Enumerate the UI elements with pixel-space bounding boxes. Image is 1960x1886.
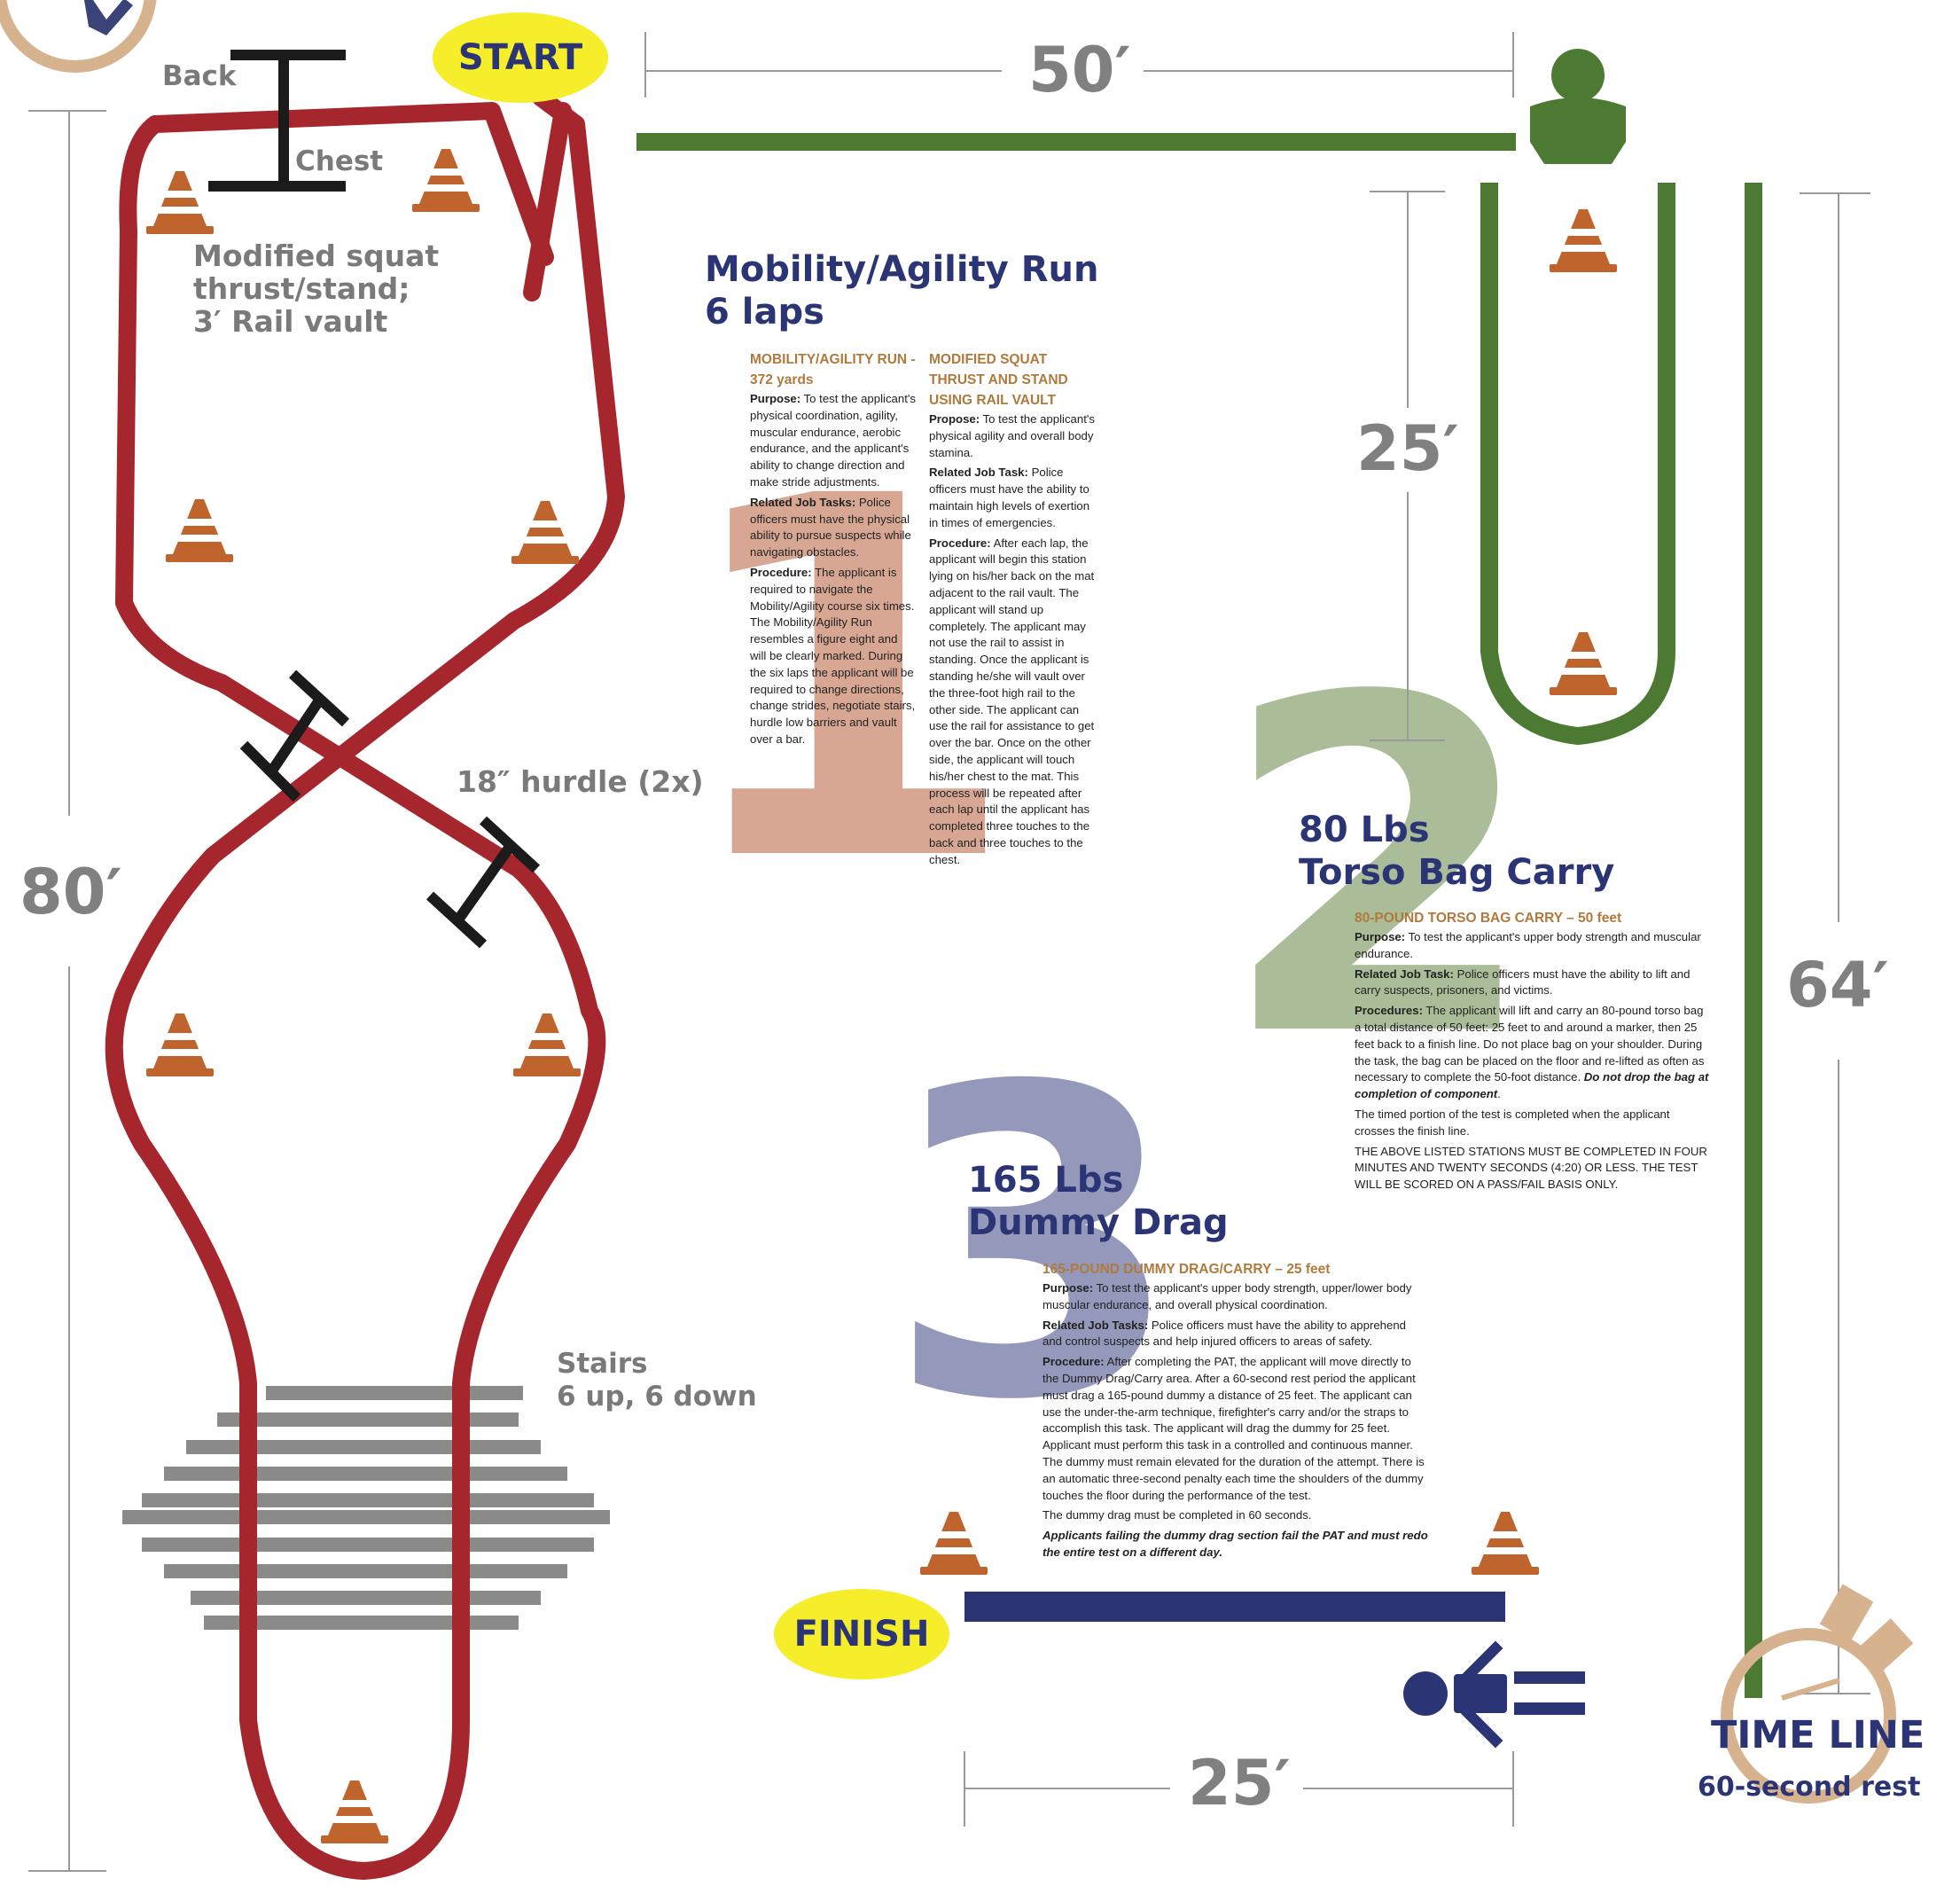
task-text: Police officers must have the ability to… <box>1042 1318 1407 1349</box>
task-label: Related Job Tasks: <box>1042 1318 1149 1332</box>
traffic-cone-icon <box>1472 1512 1539 1575</box>
stopwatch-icon <box>1721 1584 1914 1804</box>
purpose-label: Propose: <box>929 412 980 426</box>
traffic-cone-icon <box>513 1013 581 1076</box>
purpose-label: Purpose: <box>1042 1281 1094 1295</box>
procedure-label: Procedures: <box>1355 1004 1423 1018</box>
procedure-label: Procedure: <box>1042 1355 1105 1369</box>
task-text: Police officers must have the ability to… <box>1355 966 1691 998</box>
timeline-subtitle: 60-second rest <box>1698 1772 1921 1803</box>
stopwatch-icon <box>0 0 157 73</box>
station1-title: Mobility/Agility Run 6 laps <box>705 249 1099 333</box>
mobility-track <box>105 89 625 1880</box>
start-label: START <box>457 37 583 78</box>
purpose-text: To test the applicant's upper body stren… <box>1355 930 1701 960</box>
traffic-cone-icon <box>920 1512 988 1575</box>
task-label: Related Job Task: <box>1355 966 1454 981</box>
station1-column1: MOBILITY/AGILITY RUN - 372 yards Purpose… <box>750 349 916 752</box>
traffic-cone-icon <box>1550 632 1617 695</box>
station2-heading: 80-POUND TORSO BAG CARRY – 50 feet <box>1355 911 1622 926</box>
rail-vault-icon <box>208 50 346 192</box>
finish-badge: FINISH <box>774 1589 949 1679</box>
station3-text: 165-POUND DUMMY DRAG/CARRY – 25 feet Pur… <box>1042 1259 1428 1565</box>
time-limit-note: The dummy drag must be completed in 60 s… <box>1042 1508 1312 1522</box>
numeral-1: 1 <box>674 393 1019 971</box>
squat-label: Modified squat thrust/stand; 3′ Rail vau… <box>193 239 440 339</box>
procedure-text: The applicant is required to navigate th… <box>750 565 916 746</box>
timed-note: The timed portion of the test is complet… <box>1355 1107 1670 1138</box>
dimension-25ft-top: 25′ <box>1356 412 1459 485</box>
fail-warning: Applicants failing the dummy drag sectio… <box>1042 1529 1428 1559</box>
procedure-emphasis: Do not drop the bag at completion of com… <box>1355 1070 1709 1101</box>
traffic-cone-icon <box>146 171 214 234</box>
purpose-text: To test the applicant's upper body stren… <box>1042 1281 1412 1311</box>
dimension-50ft: 50′ <box>1028 34 1131 106</box>
station-numerals: 1 2 3 <box>674 393 1540 1493</box>
runner-icon <box>84 0 133 35</box>
traffic-cone-icon <box>321 1780 388 1843</box>
traffic-cone-icon <box>166 499 233 562</box>
purpose-label: Purpose: <box>750 392 801 405</box>
traffic-cone-icon <box>1550 209 1617 272</box>
purpose-text: To test the applicant's physical coordin… <box>750 392 917 489</box>
timeline-title: TIME LINE <box>1711 1713 1925 1757</box>
procedure-text: The applicant will lift and carry an 80-… <box>1355 1004 1705 1084</box>
dimension-80ft: 80′ <box>20 856 122 928</box>
procedure-text: After each lap, the applicant will begin… <box>929 536 1095 866</box>
procedure-text: After completing the PAT, the applicant … <box>1042 1355 1425 1502</box>
stairs-label: Stairs 6 up, 6 down <box>557 1348 757 1413</box>
dummy-icon <box>1403 1640 1585 1749</box>
station3-title: 165 Lbs Dummy Drag <box>968 1160 1229 1243</box>
back-label: Back <box>162 60 237 92</box>
hurdle-icon <box>239 669 541 949</box>
station2-title: 80 Lbs Torso Bag Carry <box>1299 810 1615 893</box>
carry-track <box>636 133 1762 1698</box>
dimension-25ft-bottom: 25′ <box>1188 1747 1291 1819</box>
station1-column2: MODIFIED SQUAT THRUST AND STAND USING RA… <box>929 349 1097 873</box>
traffic-cone-icon <box>412 149 480 212</box>
dimension-lines <box>28 32 1870 1872</box>
traffic-cone-icon <box>511 501 579 564</box>
task-text: Police officers must have the ability to… <box>929 466 1090 529</box>
task-label: Related Job Tasks: <box>750 495 856 509</box>
finish-label: FINISH <box>793 1614 930 1655</box>
stairs-icon <box>122 1386 610 1630</box>
start-badge: START <box>433 12 608 103</box>
traffic-cone-icon <box>146 1013 214 1076</box>
purpose-text: To test the applicant's physical agility… <box>929 412 1096 459</box>
numeral-2: 2 <box>1219 600 1540 1138</box>
torso-bag-icon <box>1530 49 1626 164</box>
completion-notice: THE ABOVE LISTED STATIONS MUST BE COMPLE… <box>1355 1144 1707 1192</box>
task-label: Related Job Task: <box>929 466 1028 480</box>
station1-col2-heading: MODIFIED SQUAT THRUST AND STAND USING RA… <box>929 352 1068 408</box>
station3-heading: 165-POUND DUMMY DRAG/CARRY – 25 feet <box>1042 1262 1331 1277</box>
dimension-64ft: 64′ <box>1786 949 1889 1021</box>
chest-label: Chest <box>295 145 384 177</box>
procedure-label: Procedure: <box>929 536 991 550</box>
task-text: Police officers must have the physical a… <box>750 495 911 560</box>
hurdle-label: 18″ hurdle (2x) <box>457 764 704 799</box>
station1-col1-heading: MOBILITY/AGILITY RUN - 372 yards <box>750 352 916 387</box>
purpose-label: Purpose: <box>1355 930 1406 943</box>
station2-text: 80-POUND TORSO BAG CARRY – 50 feet Purpo… <box>1355 908 1709 1197</box>
numeral-3: 3 <box>886 998 1183 1493</box>
procedure-label: Procedure: <box>750 565 812 579</box>
